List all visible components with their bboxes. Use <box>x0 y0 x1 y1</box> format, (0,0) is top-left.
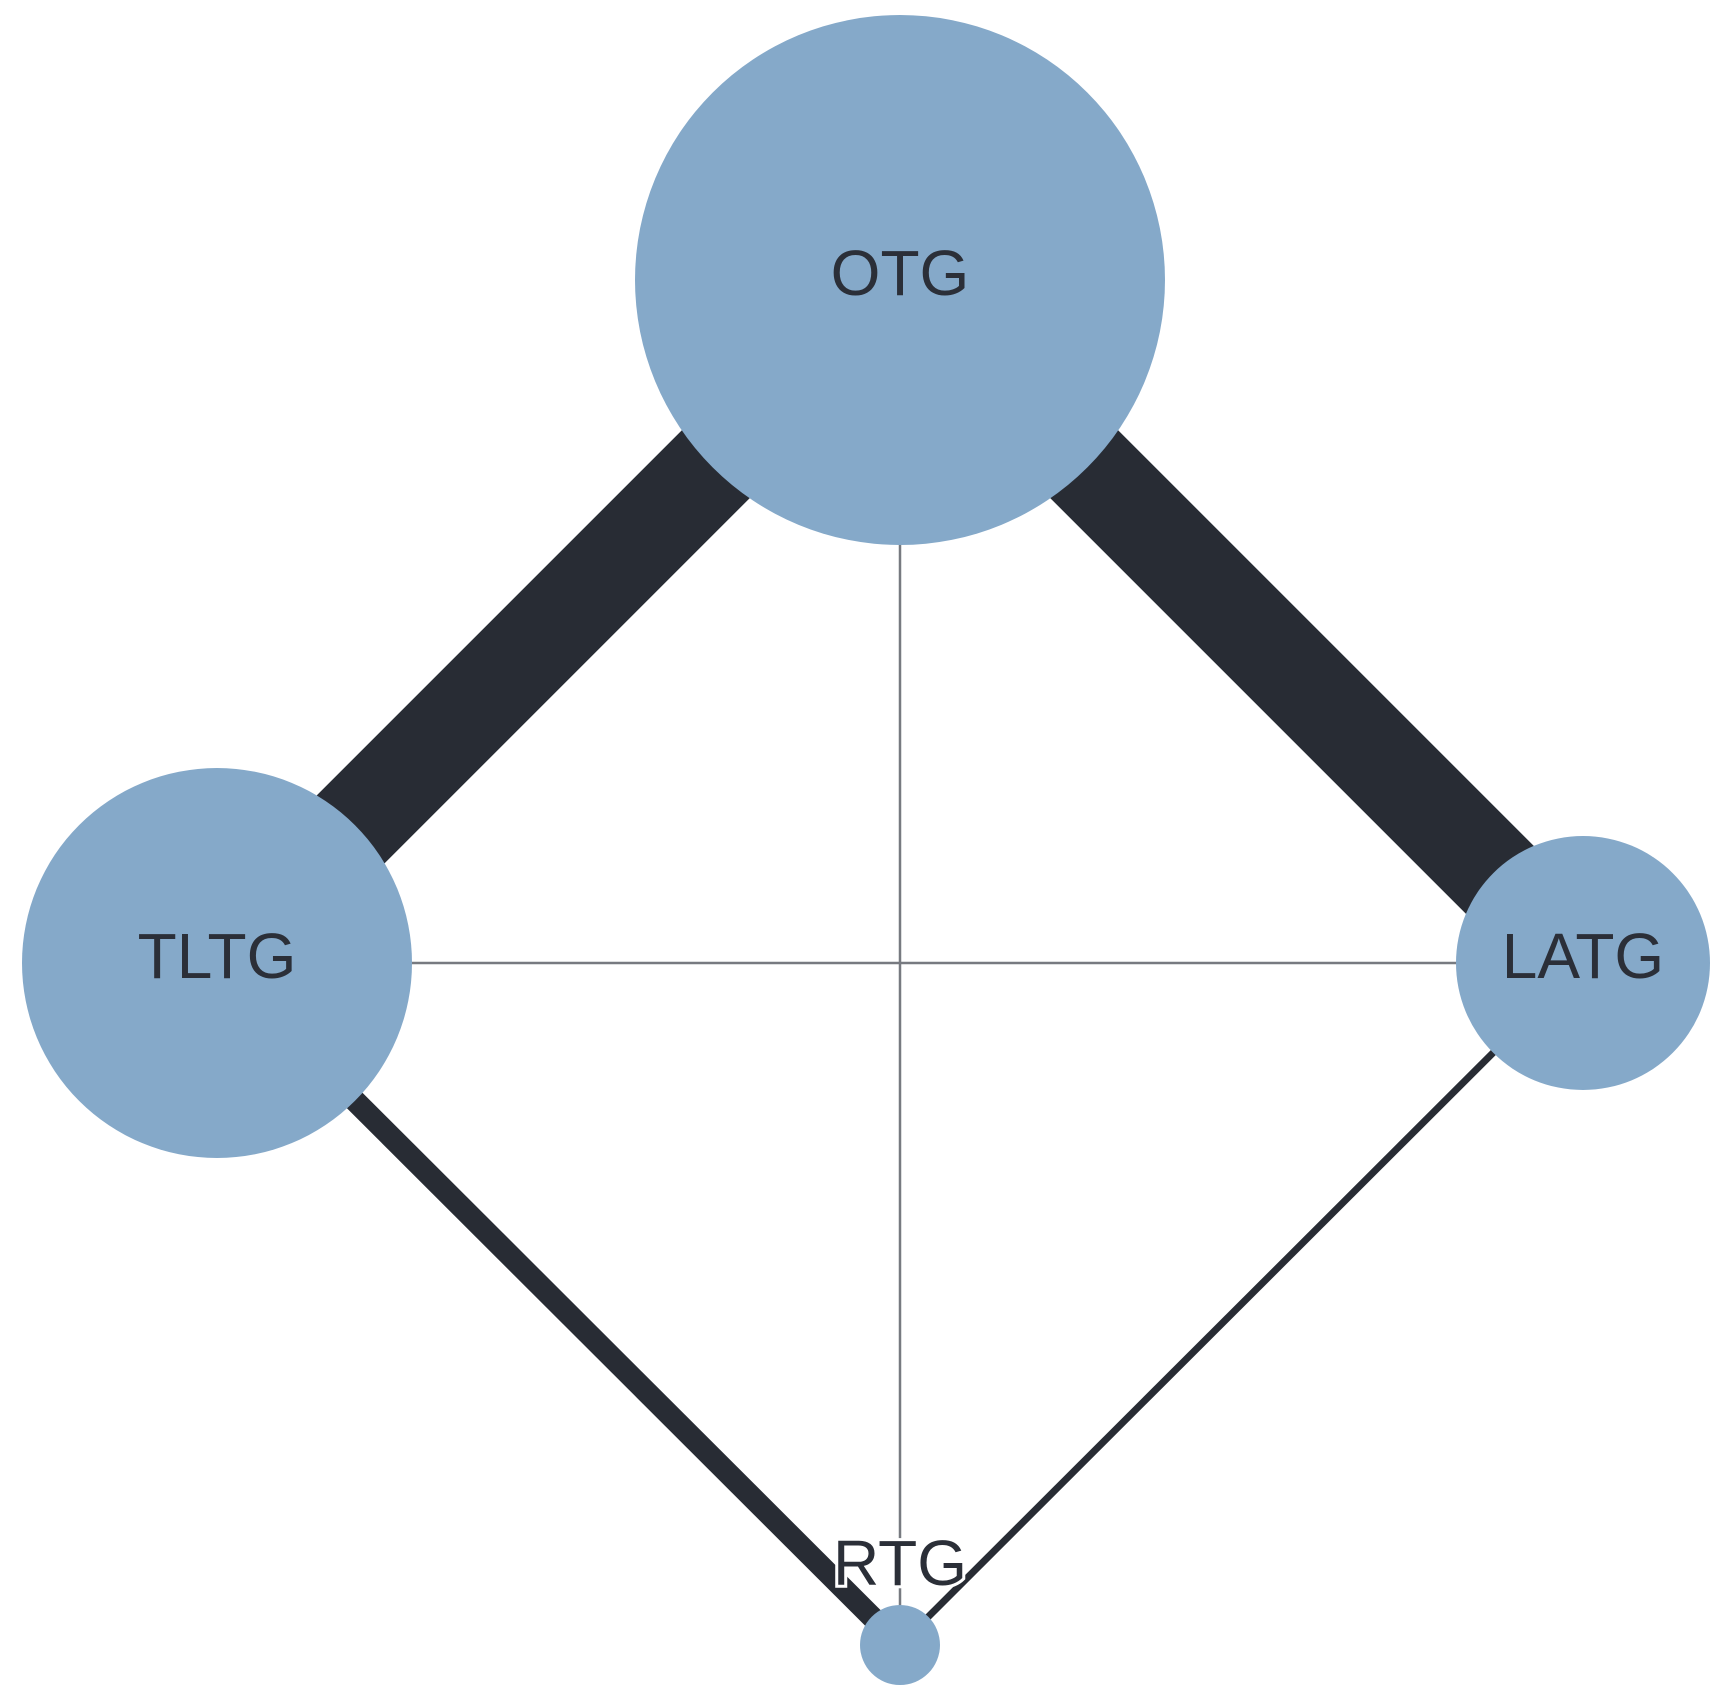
node-latg <box>1456 836 1710 1090</box>
edge-latg-rtg <box>897 960 1586 1648</box>
node-rtg <box>860 1605 940 1685</box>
node-label-rtg: RTG <box>833 1527 967 1599</box>
node-label-otg: OTG <box>831 237 970 309</box>
node-tltg <box>22 768 412 1158</box>
node-label-tltg: TLTG <box>138 920 297 992</box>
node-label-latg: LATG <box>1502 920 1664 992</box>
nodes-layer <box>22 15 1710 1685</box>
node-otg <box>635 15 1165 545</box>
labels-layer: OTG TLTG LATG RTG <box>138 237 1665 1602</box>
